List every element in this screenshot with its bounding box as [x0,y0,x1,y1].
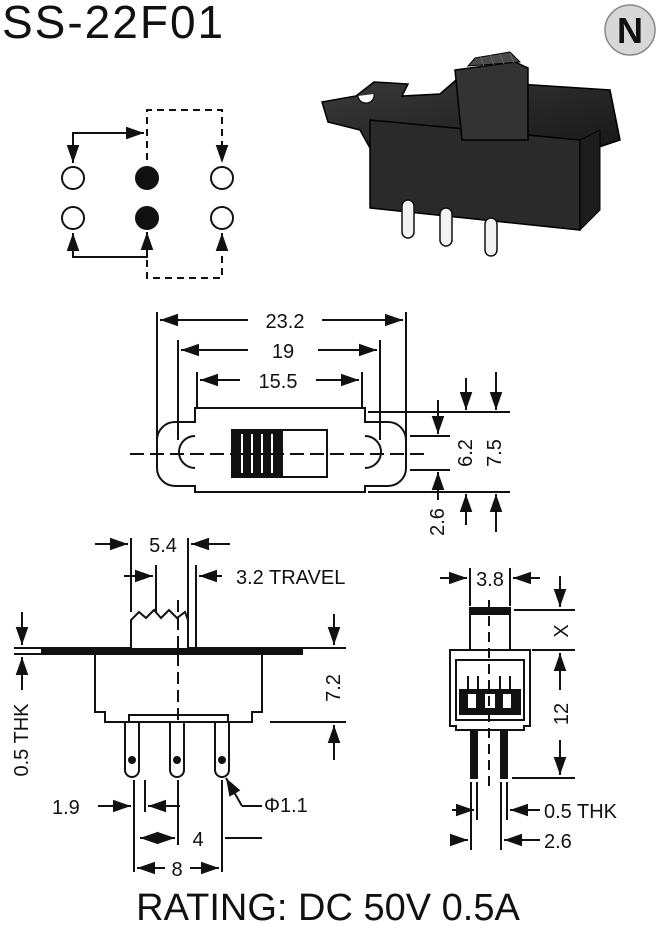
side-view [440,568,575,850]
dim-overall-length: 23.2 [266,311,305,333]
dim-flange-width: 7.5 [484,439,506,467]
dim-pin-row-offset: 2.6 [544,831,572,853]
dim-pin-pitch: 4 [192,829,203,851]
dim-knob-depth: 3.8 [476,569,504,591]
dim-pin-diameter: Φ1.1 [264,795,308,817]
dim-hole-offset: 2.6 [427,508,449,536]
dim-mount-hole-pitch: 19 [272,341,294,363]
part-number-title: SS-22F01 [2,0,226,48]
dim-knob-width: 5.4 [149,535,177,557]
dim-pin-offset: 1.9 [52,797,80,819]
dim-pin-thickness: 0.5 THK [544,801,618,823]
switch-product-image [321,51,621,257]
manufacturer-logo: N [604,4,656,56]
dim-total-height: 12 [551,703,573,725]
dim-flange-thickness: 0.5 THK [11,703,33,777]
dim-body-length: 15.5 [259,371,298,393]
dim-travel: 3.2 TRAVEL [236,567,345,589]
dim-body-height: 7.2 [323,674,345,702]
switch-schematic [61,109,234,279]
top-view [130,312,510,532]
logo-letter: N [617,10,643,51]
dim-body-width: 6.2 [455,439,477,467]
electrical-rating: RATING: DC 50V 0.5A [136,887,520,929]
dim-knob-height: X [551,624,573,637]
front-view-labels: 5.4 3.2 TRAVEL 7.2 0.5 THK 1.9 Φ1.1 4 8 [11,535,345,881]
front-view [14,537,346,875]
dim-pin-span: 8 [171,859,182,881]
top-view-labels: 23.2 19 15.5 6.2 7.5 2.6 [259,311,506,536]
side-view-labels: 3.8 X 12 0.5 THK 2.6 [476,569,618,853]
